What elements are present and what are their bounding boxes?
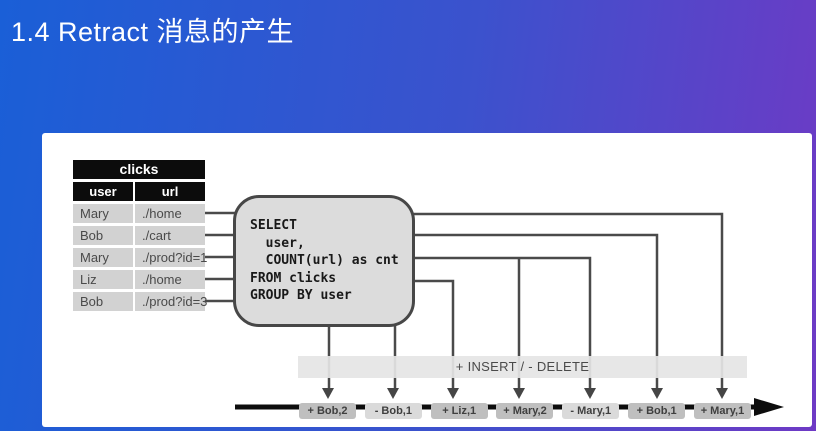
column-header-url: url — [135, 182, 205, 201]
slide-title: 1.4 Retract 消息的产生 — [11, 17, 295, 47]
table-cell: Mary — [73, 248, 133, 267]
timeline-events: + Bob,2 - Bob,1 + Liz,1 + Mary,2 - Mary,1 + B… — [299, 403, 751, 419]
table-cell: Bob — [73, 292, 133, 311]
table-cell: ./home — [135, 204, 205, 223]
sql-query-text: SELECT user, COUNT(url) as cnt FROM clic… — [250, 218, 399, 303]
table-cell: ./cart — [135, 226, 205, 245]
timeline-event-chip: + Bob,1 — [628, 403, 686, 419]
timeline-event-chip: - Bob,1 — [364, 403, 422, 419]
table-cell: Liz — [73, 270, 133, 289]
table-cell: Bob — [73, 226, 133, 245]
timeline-event-chip: - Mary,1 — [562, 403, 620, 419]
table-cell: ./home — [135, 270, 205, 289]
sql-query-box: SELECT user, COUNT(url) as cnt FROM clic… — [233, 195, 415, 327]
drop-arrowheads — [322, 388, 728, 399]
timeline-event-chip: + Liz,1 — [430, 403, 488, 419]
column-header-user: user — [73, 182, 133, 201]
timeline-event-chip: + Mary,2 — [496, 403, 554, 419]
table-cell: ./prod?id=3 — [135, 292, 207, 311]
insert-delete-band: + INSERT / - DELETE — [298, 356, 747, 378]
table-cell: Mary — [73, 204, 133, 223]
timeline-event-chip: + Mary,1 — [693, 403, 751, 419]
timeline-arrowhead — [754, 398, 784, 416]
timeline-event-chip: + Bob,2 — [299, 403, 356, 419]
table-title: clicks — [73, 160, 205, 179]
table-cell: ./prod?id=1 — [135, 248, 207, 267]
